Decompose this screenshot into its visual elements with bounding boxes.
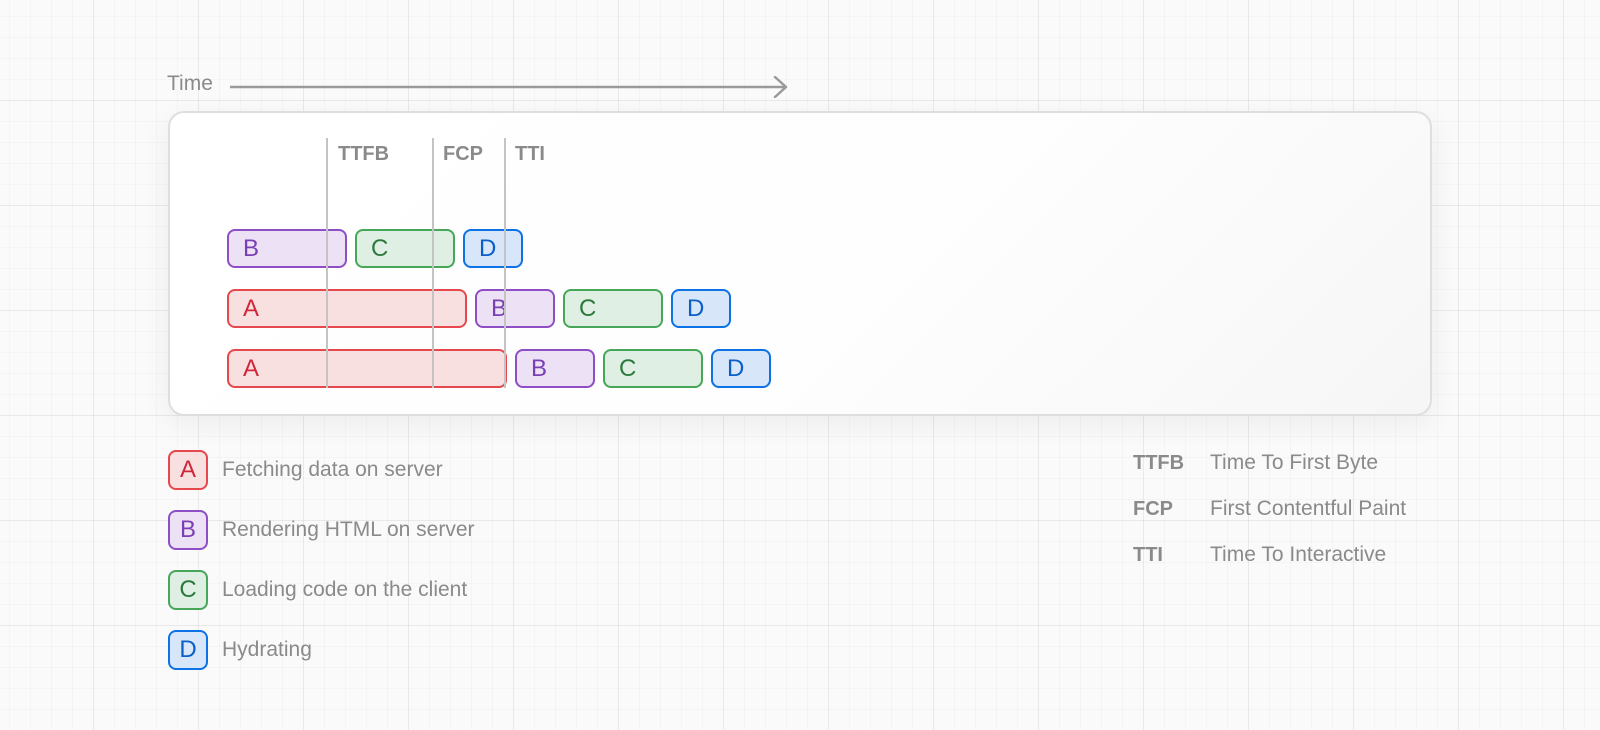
legend-swatch-b: B xyxy=(168,510,208,550)
row3-bar-c: C xyxy=(603,349,703,388)
row3-bar-b: B xyxy=(515,349,595,388)
bar-label: B xyxy=(531,354,548,382)
ttfb-marker-label: TTFB xyxy=(338,143,390,165)
bar-label: C xyxy=(619,354,637,382)
abbr-meaning: Time To First Byte xyxy=(1210,451,1379,474)
row2-bar-b: B xyxy=(475,289,555,328)
row2-bar-d: D xyxy=(671,289,731,328)
bar-label: C xyxy=(371,234,389,262)
fcp-marker-label: FCP xyxy=(443,143,483,165)
bar-label: D xyxy=(479,234,497,262)
time-axis-label: Time xyxy=(167,72,213,95)
tti-marker-label: TTI xyxy=(515,143,545,165)
legend-text: Rendering HTML on server xyxy=(222,518,475,541)
abbr-meaning: First Contentful Paint xyxy=(1210,497,1407,520)
row1-bar-c: C xyxy=(355,229,455,268)
bar-label: B xyxy=(243,234,260,262)
legend-item-b: B Rendering HTML on server xyxy=(168,510,475,550)
row1-bar-d: D xyxy=(463,229,523,268)
legend-text: Fetching data on server xyxy=(222,458,443,481)
abbr-key: TTFB xyxy=(1133,451,1185,474)
row1-bar-b: B xyxy=(227,229,347,268)
bar-label: B xyxy=(491,294,508,322)
abbr-key: FCP xyxy=(1133,497,1173,520)
bar-label: D xyxy=(727,354,745,382)
abbr-row-ttfb: TTFB Time To First Byte xyxy=(1133,448,1378,478)
ttfb-marker-line xyxy=(326,138,328,388)
legend-key: D xyxy=(179,636,197,663)
abbr-row-tti: TTI Time To Interactive xyxy=(1133,540,1386,570)
abbr-meaning: Time To Interactive xyxy=(1210,543,1387,566)
legend-item-c: C Loading code on the client xyxy=(168,570,467,610)
row3-bar-a: A xyxy=(227,349,507,388)
legend-key: A xyxy=(179,456,196,483)
tti-marker-line xyxy=(504,138,506,388)
abbr-row-fcp: FCP First Contentful Paint xyxy=(1133,494,1406,524)
row2-bar-c: C xyxy=(563,289,663,328)
legend-item-a: A Fetching data on server xyxy=(168,450,443,490)
bar-label: A xyxy=(243,294,260,322)
legend-swatch-c: C xyxy=(168,570,208,610)
right-arrow-icon xyxy=(230,76,788,98)
legend-text: Loading code on the client xyxy=(222,578,468,601)
legend-key: B xyxy=(179,516,196,543)
legend-text: Hydrating xyxy=(222,638,312,661)
bar-label: A xyxy=(243,354,260,382)
legend-swatch-d: D xyxy=(168,630,208,670)
row2-bar-a: A xyxy=(227,289,467,328)
bar-label: C xyxy=(579,294,597,322)
row3-bar-d: D xyxy=(711,349,771,388)
bar-label: D xyxy=(687,294,705,322)
abbr-key: TTI xyxy=(1133,543,1163,566)
legend-key: C xyxy=(179,576,197,603)
legend-swatch-a: A xyxy=(168,450,208,490)
legend-item-d: D Hydrating xyxy=(168,630,312,670)
fcp-marker-line xyxy=(432,138,434,388)
